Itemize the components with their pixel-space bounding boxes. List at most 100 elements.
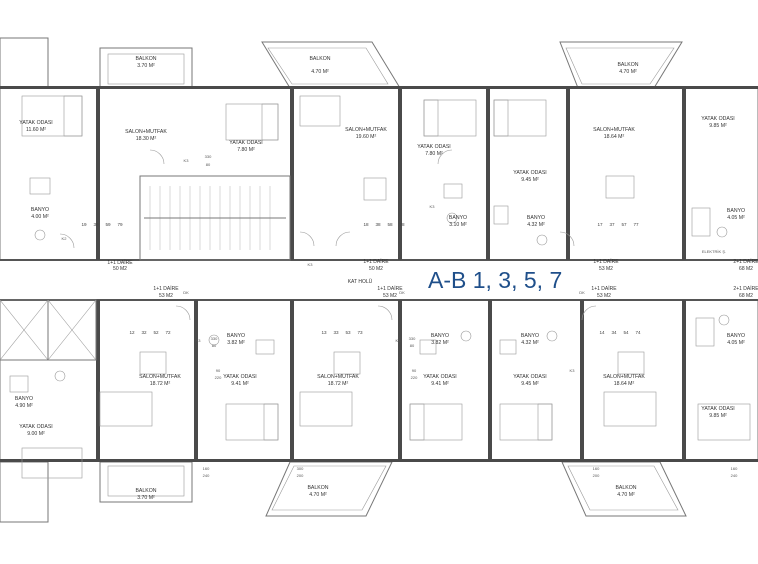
svg-text:80: 80 xyxy=(206,162,211,167)
electrical-shaft-label: ELEKTRİK Ş. xyxy=(702,249,726,254)
yatak-e-name: YATAK ODASI xyxy=(701,116,734,122)
svg-text:K3: K3 xyxy=(308,262,314,267)
salon-d-area: 18.72 M² xyxy=(150,381,171,387)
door-code-labels: K2 K3 K3 K3 DK DK DK K3 K3 K3 xyxy=(62,158,586,373)
banyo-h-area: 4.32 M² xyxy=(521,340,539,346)
svg-text:73: 73 xyxy=(357,330,363,335)
banyo-a-name: BANYO xyxy=(31,207,49,213)
svg-text:K3: K3 xyxy=(184,158,190,163)
furniture xyxy=(21,95,751,479)
svg-text:DK: DK xyxy=(579,290,585,295)
svg-text:80: 80 xyxy=(410,343,415,348)
block-title: A-B 1, 3, 5, 7 xyxy=(428,267,562,293)
svg-text:39: 39 xyxy=(93,222,99,227)
svg-text:220: 220 xyxy=(215,375,222,380)
svg-text:18: 18 xyxy=(363,222,369,227)
svg-text:52: 52 xyxy=(153,330,159,335)
balkon-bottom-a-area: 3.70 M² xyxy=(137,495,155,501)
yatak-d-name: YATAK ODASI xyxy=(513,170,546,176)
svg-text:19: 19 xyxy=(81,222,87,227)
yatak-a-name: YATAK ODASI xyxy=(19,120,52,126)
svg-text:DK: DK xyxy=(399,290,405,295)
svg-text:330: 330 xyxy=(211,336,218,341)
svg-text:160: 160 xyxy=(731,466,738,471)
banyo-b-name: BANYO xyxy=(449,215,467,221)
yatak-f-area: 9.41 M² xyxy=(231,381,249,387)
svg-text:160: 160 xyxy=(593,466,600,471)
salon-b-area: 19.60 M² xyxy=(356,134,377,140)
unit-numbers-top-a: 19 39 59 79 xyxy=(81,222,123,227)
bathroom-fixtures xyxy=(9,177,730,393)
balkon-top-a-name: BALKON xyxy=(135,56,156,62)
unit-numbers-bottom-a: 12 32 52 72 xyxy=(129,330,171,335)
svg-text:200: 200 xyxy=(297,473,304,478)
svg-text:57: 57 xyxy=(621,222,627,227)
yatak-i-area: 9.00 M² xyxy=(27,431,45,437)
svg-text:K3: K3 xyxy=(430,204,436,209)
salon-b-name: SALON+MUTFAK xyxy=(345,127,387,133)
unit-bottom-1-type: 1+1 DAİRE xyxy=(153,285,179,292)
balkon-bottom-a-name: BALKON xyxy=(135,488,156,494)
unit-bottom-2-type: 1+1 DAİRE xyxy=(377,285,403,292)
svg-text:90: 90 xyxy=(412,368,417,373)
unit-top-4-type: 2+1 DAİRE xyxy=(733,258,758,265)
yatak-a-area: 11.60 M² xyxy=(26,127,46,133)
unit-top-1-type: 1+1 DAİRE xyxy=(107,259,133,266)
svg-text:K2: K2 xyxy=(62,236,68,241)
unit-numbers-bottom-b: 13 33 53 73 xyxy=(321,330,363,335)
yatak-i-name: YATAK ODASI xyxy=(19,424,52,430)
balcony-top-left xyxy=(0,37,49,89)
svg-text:K3: K3 xyxy=(396,338,402,343)
salon-e-name: SALON+MUTFAK xyxy=(317,374,359,380)
svg-text:13: 13 xyxy=(321,330,327,335)
unit-bottom-4-area: 68 M2 xyxy=(739,293,753,299)
yatak-j-name: YATAK ODASI xyxy=(701,406,734,412)
balkon-top-c-area: 4.70 M² xyxy=(619,69,637,75)
svg-text:300: 300 xyxy=(297,466,304,471)
svg-text:K3: K3 xyxy=(570,368,576,373)
banyo-d-area: 4.05 M² xyxy=(727,215,745,221)
yatak-f-name: YATAK ODASI xyxy=(223,374,256,380)
yatak-h-name: YATAK ODASI xyxy=(513,374,546,380)
svg-text:77: 77 xyxy=(633,222,639,227)
salon-a-area: 18.30 M² xyxy=(136,136,157,142)
svg-text:34: 34 xyxy=(611,330,617,335)
svg-text:K3: K3 xyxy=(196,338,202,343)
balkon-top-b-area: 4.70 M² xyxy=(311,69,329,75)
svg-text:160: 160 xyxy=(203,466,210,471)
banyo-e-name: BANYO xyxy=(15,396,33,402)
yatak-e-area: 9.85 M² xyxy=(709,123,727,129)
corridor-label: KAT HOLÜ xyxy=(348,278,373,285)
balkon-top-b-name: BALKON xyxy=(309,56,330,62)
top-block-outline xyxy=(0,87,758,261)
salon-f-area: 18.64 M² xyxy=(614,381,635,387)
svg-text:90: 90 xyxy=(216,368,221,373)
svg-text:14: 14 xyxy=(599,330,605,335)
unit-bottom-3-area: 53 M2 xyxy=(597,293,611,299)
dimension-labels: 330 80 330 80 330 80 90 220 90 220 160 2… xyxy=(203,154,738,478)
banyo-i-area: 4.05 M² xyxy=(727,340,745,346)
balcony-bottom-b xyxy=(265,461,393,517)
salon-a-name: SALON+MUTFAK xyxy=(125,129,167,135)
unit-top-1-area: 50 M2 xyxy=(113,266,127,272)
bottom-block-outline xyxy=(0,299,758,461)
banyo-i-name: BANYO xyxy=(727,333,745,339)
unit-top-4-area: 68 M2 xyxy=(739,266,753,272)
svg-text:37: 37 xyxy=(609,222,615,227)
svg-text:240: 240 xyxy=(203,473,210,478)
unit-top-2-area: 50 M2 xyxy=(369,266,383,272)
unit-top-2-type: 1+1 DAİRE xyxy=(363,258,389,265)
yatak-c-area: 7.80 M² xyxy=(425,151,443,157)
svg-text:38: 38 xyxy=(375,222,381,227)
yatak-h-area: 9.45 M² xyxy=(521,381,539,387)
salon-f-name: SALON+MUTFAK xyxy=(603,374,645,380)
svg-text:220: 220 xyxy=(411,375,418,380)
banyo-g-name: BANYO xyxy=(431,333,449,339)
svg-text:32: 32 xyxy=(141,330,147,335)
salon-c-name: SALON+MUTFAK xyxy=(593,127,635,133)
stairwell xyxy=(139,175,291,261)
yatak-d-area: 9.45 M² xyxy=(521,177,539,183)
banyo-c-name: BANYO xyxy=(527,215,545,221)
salon-c-area: 18.64 M² xyxy=(604,134,625,140)
